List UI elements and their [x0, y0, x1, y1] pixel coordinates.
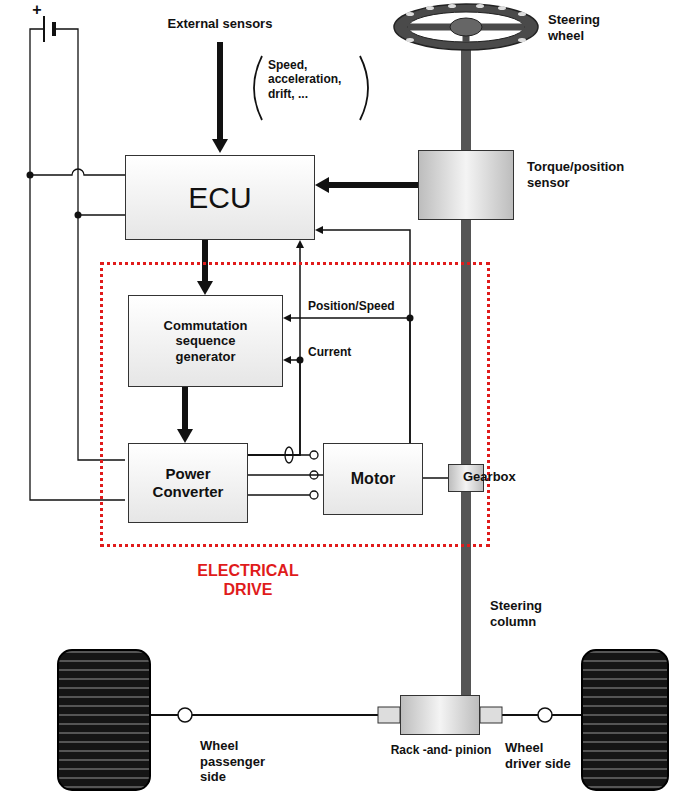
node-text: Motor: [351, 469, 395, 488]
part-name: Steering wheel: [548, 12, 638, 43]
rack-end: [378, 707, 400, 723]
motor-box: Motor: [323, 443, 423, 515]
gearbox-box: Gearbox: [448, 464, 484, 492]
signal-name: Position/Speed: [306, 299, 397, 313]
part-name: Wheel passenger side: [200, 738, 282, 785]
steering-shaft: [461, 492, 471, 695]
polarity-mark: +: [30, 0, 44, 19]
sensor-arrow: [217, 42, 223, 139]
battery: [44, 16, 54, 42]
junction-dot: [27, 172, 34, 179]
part-name: Steering column: [490, 598, 575, 629]
node-text: Torque/position sensor: [527, 159, 645, 190]
process-box: Commutation sequence generator: [128, 295, 283, 387]
ball-joint: [538, 708, 552, 722]
rack-box: Rack -and- pinion: [400, 695, 480, 735]
signal-list: Speed, acceleration, drift, ...: [268, 58, 360, 101]
tie-rods: [150, 714, 582, 716]
sensor-label: External sensors: [145, 16, 295, 32]
node-text: Commutation sequence generator: [150, 318, 262, 365]
ball-joint: [178, 708, 192, 722]
process-box: Power Converter: [128, 443, 248, 523]
control-unit: ECU: [125, 155, 315, 240]
node-text: ECU: [188, 180, 251, 216]
signal-connector: [182, 387, 188, 429]
steering-wheel: [394, 4, 538, 150]
signal-connector: [423, 477, 448, 479]
sensor-box: Torque/position sensor: [418, 150, 514, 220]
node-text: Rack -and- pinion: [376, 743, 506, 757]
steering-shaft: [461, 220, 471, 464]
paren-left: [254, 56, 262, 120]
junction-dot: [75, 212, 82, 219]
paren-right: [360, 56, 368, 120]
wheel-inner: [408, 12, 524, 42]
wheel-passenger: [58, 650, 150, 790]
signal-name: Current: [306, 345, 353, 359]
signal-connector: [329, 182, 418, 188]
drive-region: ELECTRICAL DRIVECommutation sequence gen…: [100, 262, 490, 547]
signal-connector: [291, 318, 410, 443]
wheel-driver: [582, 650, 668, 790]
signal-connector: [248, 474, 323, 476]
rack-end: [480, 707, 502, 723]
wheel-holes: [406, 4, 526, 42]
part-name: Wheel driver side: [505, 740, 577, 771]
signal-connector: [202, 240, 208, 281]
wheel-hub: [450, 18, 482, 36]
node-text: ELECTRICAL DRIVE: [188, 561, 308, 599]
node-text: Gearbox: [463, 469, 543, 485]
node-text: Power Converter: [142, 465, 234, 501]
wheel-rim: [394, 4, 538, 50]
